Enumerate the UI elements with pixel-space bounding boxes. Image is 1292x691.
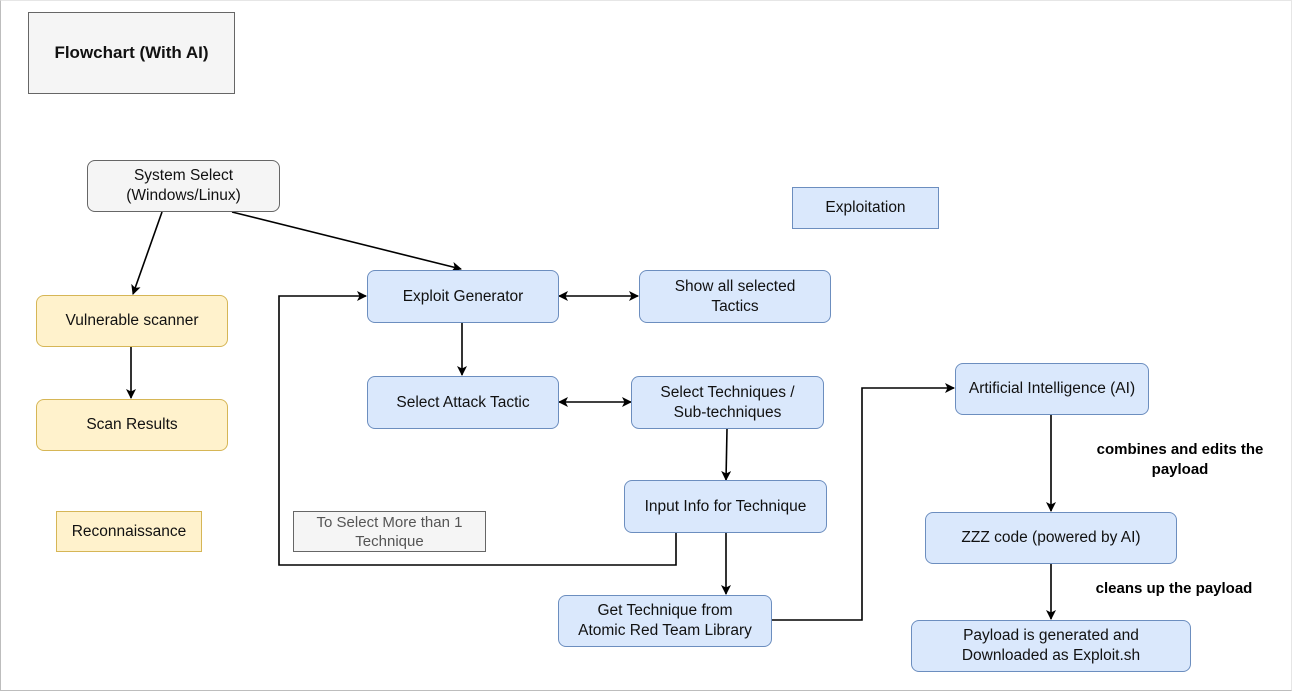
node-zzz-code[interactable]: ZZZ code (powered by AI)	[925, 512, 1177, 564]
node-system-select[interactable]: System Select (Windows/Linux)	[87, 160, 280, 212]
node-exploit-generator[interactable]: Exploit Generator	[367, 270, 559, 323]
edge-label-cleans: cleans up the payload	[1095, 580, 1253, 597]
diagram-title: Flowchart (With AI)	[28, 12, 235, 94]
node-show-selected-tactics[interactable]: Show all selected Tactics	[639, 270, 831, 323]
node-select-attack-tactic[interactable]: Select Attack Tactic	[367, 376, 559, 429]
edge-system-to-exploit-generator	[231, 211, 462, 272]
edge-label-combines: combines and edits the payload	[1096, 441, 1264, 478]
node-scan-results[interactable]: Scan Results	[36, 399, 228, 451]
node-input-info[interactable]: Input Info for Technique	[624, 480, 827, 533]
node-select-techniques[interactable]: Select Techniques / Sub-techniques	[631, 376, 824, 429]
node-artificial-intelligence[interactable]: Artificial Intelligence (AI)	[955, 363, 1149, 415]
node-vulnerable-scanner[interactable]: Vulnerable scanner	[36, 295, 228, 347]
legend-exploitation: Exploitation	[792, 187, 939, 229]
node-payload-generated[interactable]: Payload is generated and Downloaded as E…	[911, 620, 1191, 672]
node-get-technique[interactable]: Get Technique from Atomic Red Team Libra…	[558, 595, 772, 647]
edge-input-loop-back	[278, 291, 677, 566]
edge-system-to-scanner	[131, 211, 163, 295]
legend-reconnaissance: Reconnaissance	[56, 511, 202, 552]
edge-techniques-to-input	[721, 428, 732, 481]
note-select-more: To Select More than 1 Technique	[293, 511, 486, 552]
edge-get-technique-to-ai	[772, 383, 955, 621]
